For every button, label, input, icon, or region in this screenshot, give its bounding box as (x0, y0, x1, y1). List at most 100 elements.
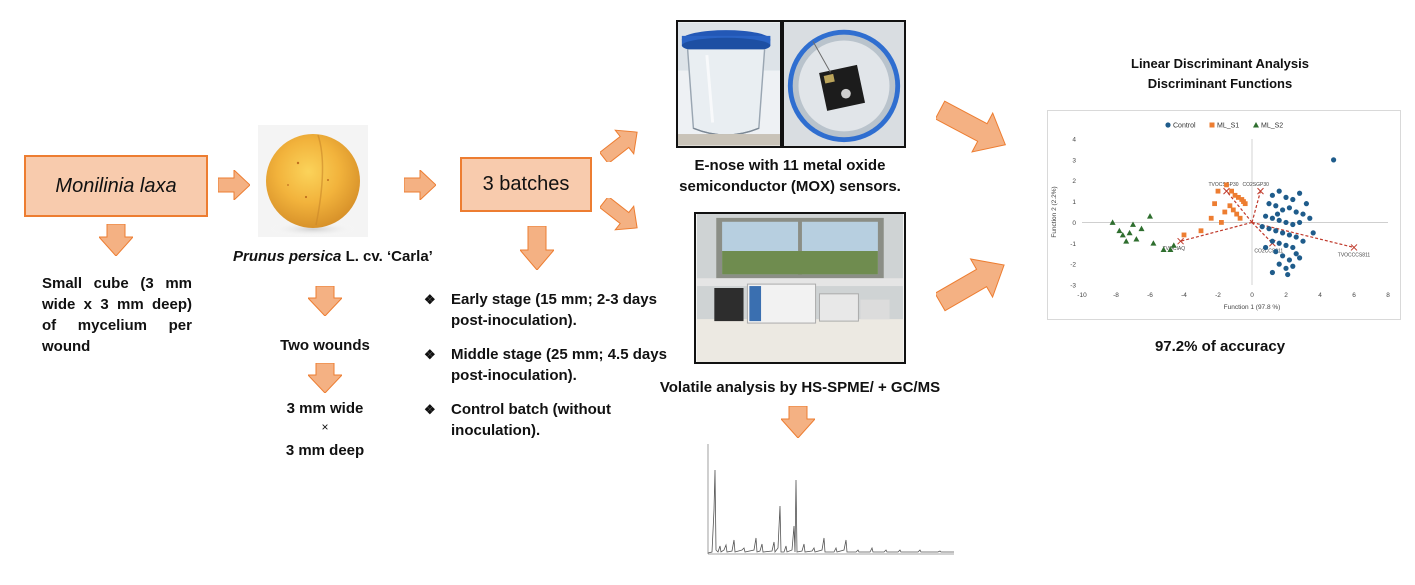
lda-vector-line (1251, 190, 1262, 223)
lda-xtick-label: -6 (1147, 292, 1153, 299)
lda-point-Control (1276, 261, 1282, 267)
lda-ytick-label: 0 (1072, 220, 1076, 227)
lda-point-ML_S1 (1208, 215, 1214, 221)
lda-xaxis-label: Function 1 (97.8 %) (1224, 304, 1281, 311)
enose-caption: E-nose with 11 metal oxide semiconductor… (679, 157, 901, 195)
lda-point-ML_S1 (1212, 201, 1217, 207)
lda-point-ML_S2 (1160, 246, 1167, 252)
lda-point-ML_S2 (1170, 242, 1177, 248)
lda-ytick-label: 1 (1072, 199, 1076, 206)
lda-title-line1: Linear Discriminant Analysis (1131, 56, 1309, 71)
lda-point-ML_S2 (1147, 213, 1153, 219)
wounds-label: Two wounds (280, 337, 370, 354)
lda-point-Control (1286, 205, 1292, 211)
lda-xtick-label: 0 (1250, 292, 1254, 299)
enose-jar-photo (676, 20, 782, 148)
lda-point-Control (1274, 211, 1281, 217)
lda-point-Control (1283, 265, 1289, 271)
lda-point-Control (1269, 269, 1275, 276)
peach-photo (258, 125, 368, 237)
lda-point-Control (1280, 230, 1286, 236)
down-arrow-batches (520, 226, 554, 270)
batch-item-control: ❖ Control batch (without inoculation). (424, 399, 682, 441)
lda-ytick-label: -3 (1070, 283, 1076, 290)
lda-xtick-label: 8 (1386, 292, 1390, 299)
lda-point-Control (1273, 249, 1279, 255)
lda-vector-cross (1177, 237, 1184, 245)
diag-arrow-to-gcms (600, 198, 638, 231)
lda-vector-label: TVOCSGP30 (1209, 182, 1239, 188)
lda-point-Control (1283, 194, 1289, 200)
right-arrow-to-fruit (218, 170, 250, 200)
lda-point-Control (1286, 232, 1292, 238)
lda-point-Control (1293, 209, 1299, 215)
bullet-diamond-icon: ❖ (424, 292, 436, 307)
down-arrow-wounds (308, 286, 342, 316)
lda-point-Control (1263, 213, 1269, 219)
lda-point-Control (1276, 217, 1282, 223)
lda-point-Control (1293, 234, 1299, 240)
lda-point-Control (1276, 240, 1282, 246)
lda-ytick-label: -1 (1070, 241, 1076, 248)
lda-xtick-label: -10 (1077, 292, 1087, 299)
lda-point-Control (1290, 263, 1296, 269)
diag-arrow-gcms-to-lda (936, 258, 1005, 312)
lda-point-ML_S2 (1123, 238, 1130, 244)
right-arrow-to-batches (404, 170, 436, 200)
lda-ytick-label: -2 (1070, 262, 1076, 269)
lda-vector-label: CO2SGP30 (1243, 182, 1270, 188)
lda-title-line2: Discriminant Functions (1147, 76, 1293, 91)
lda-ytick-label: 2 (1072, 178, 1076, 185)
chromatogram (707, 444, 954, 555)
lda-point-ML_S2 (1130, 221, 1136, 227)
lda-xtick-label: -2 (1215, 292, 1221, 299)
lda-point-ML_S2 (1167, 246, 1174, 252)
lda-point-ML_S1 (1237, 215, 1243, 221)
lda-legend-label-ML_S1: ML_S1 (1217, 123, 1239, 130)
lda-point-ML_S1 (1236, 195, 1241, 200)
lda-point-ML_S1 (1234, 211, 1240, 217)
down-arrow-wound-size (308, 363, 342, 393)
lda-point-Control (1303, 201, 1309, 207)
lda-point-ML_S1 (1181, 232, 1187, 238)
lda-point-Control (1263, 244, 1269, 251)
lda-point-ML_S1 (1229, 188, 1234, 194)
fruit-name: Prunus persica L. cv. ‘Carla’ (233, 246, 433, 267)
lda-point-Control (1266, 226, 1272, 232)
lda-point-Control (1331, 157, 1337, 163)
lda-point-Control (1290, 221, 1296, 228)
lda-vector-cross (1223, 187, 1230, 195)
lda-point-Control (1300, 238, 1306, 244)
lda-vector-label: TVOCIAQ (1163, 246, 1186, 252)
lda-point-Control (1290, 196, 1296, 203)
fruit-cultivar: L. cv. ‘Carla’ (345, 248, 433, 265)
lda-point-Control (1310, 230, 1316, 236)
lda-point-Control (1290, 244, 1296, 251)
lda-point-Control (1276, 188, 1282, 194)
batch-item-early: ❖ Early stage (15 mm; 2-3 days post-inoc… (424, 289, 682, 331)
batch-text-control: Control batch (without inoculation). (451, 401, 611, 439)
lda-point-Control (1280, 253, 1286, 259)
lda-vector-line (1226, 190, 1253, 223)
lda-point-Control (1297, 219, 1303, 226)
lda-xtick-label: -4 (1181, 292, 1187, 299)
lda-point-Control (1297, 190, 1303, 196)
lda-vector-label: TVOCCCS811 (1338, 252, 1371, 258)
down-arrow-to-chromatogram (781, 406, 815, 438)
lda-point-ML_S2 (1138, 225, 1145, 232)
enose-sensor-board-photo (782, 20, 906, 148)
lda-point-ML_S2 (1133, 236, 1140, 242)
lda-point-Control (1259, 224, 1265, 230)
lda-point-Control (1269, 192, 1275, 198)
lda-yaxis-label: Function 2 (2.2%) (1051, 186, 1058, 237)
lda-point-Control (1273, 203, 1279, 209)
gcms-instrument-photo (694, 212, 906, 364)
lda-point-ML_S2 (1116, 227, 1123, 234)
lda-point-Control (1286, 257, 1292, 263)
lda-point-Control (1269, 238, 1275, 244)
down-arrow-fungus (99, 224, 133, 256)
fruit-species: Prunus persica (233, 248, 342, 265)
lda-xtick-label: 2 (1284, 292, 1288, 299)
lda-point-Control (1269, 215, 1275, 221)
